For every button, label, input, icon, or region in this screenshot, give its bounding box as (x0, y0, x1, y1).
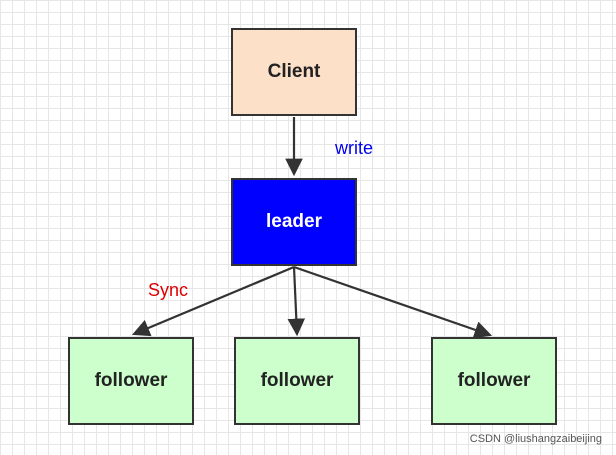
follower-node-1: follower (68, 337, 194, 425)
edge-leader-to-follower-3 (293, 265, 493, 339)
write-edge-label: write (335, 138, 374, 158)
sync-edge-label: Sync (148, 280, 189, 300)
edge-leader-to-follower-1 (131, 265, 295, 337)
follower-node-3-label: follower (457, 370, 531, 391)
follower-node-3: follower (431, 337, 557, 425)
client-node-label: Client (267, 61, 321, 82)
leader-node-label: leader (266, 211, 322, 232)
watermark: CSDN @liushangzaibeijing (469, 433, 602, 445)
edge-leader-to-follower-2 (287, 266, 306, 337)
client-node: Client (231, 28, 357, 116)
leader-node: leader (231, 178, 357, 266)
follower-node-2-label: follower (260, 370, 334, 391)
follower-node-1-label: follower (94, 370, 168, 391)
follower-node-2: follower (234, 337, 360, 425)
